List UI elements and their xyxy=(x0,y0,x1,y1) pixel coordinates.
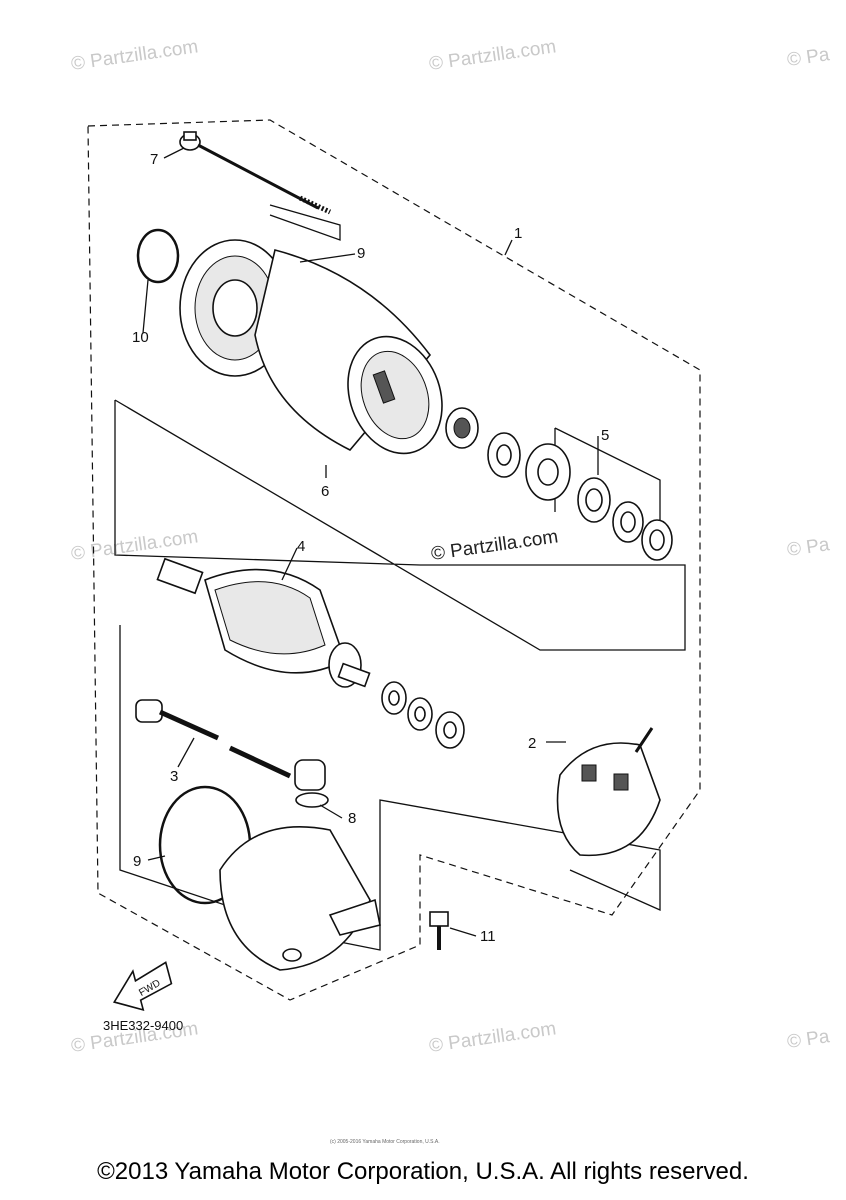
callout-8: 8 xyxy=(348,810,356,827)
callout-6: 6 xyxy=(321,483,329,500)
watermarks: © Partzilla.com © Partzilla.com © Pa © P… xyxy=(70,36,831,1057)
washer-set xyxy=(487,432,673,561)
callout-5: 5 xyxy=(601,427,609,444)
watermark: © Partzilla.com xyxy=(70,36,200,75)
yoke-housing xyxy=(254,249,443,455)
callout-4: 4 xyxy=(297,538,305,555)
armature-washers xyxy=(381,681,465,749)
callout-9-top: 9 xyxy=(357,245,365,262)
watermark: © Partzilla.com xyxy=(70,526,200,565)
armature-group-outline xyxy=(119,625,661,951)
through-bolt xyxy=(179,131,332,215)
callout-1: 1 xyxy=(514,225,522,242)
o-ring xyxy=(136,228,180,284)
rubber-boot xyxy=(294,759,329,808)
yoke-group-outline xyxy=(114,399,686,651)
watermark: © Pa xyxy=(786,44,831,71)
diagram-code: 3HE332-9400 xyxy=(103,1018,183,1033)
brush-holder xyxy=(556,727,661,857)
callout-7: 7 xyxy=(150,151,158,168)
mounting-bolt xyxy=(429,911,449,950)
fwd-arrow: FWD xyxy=(113,961,173,1011)
assembly-boundary xyxy=(87,119,701,1001)
watermark: © Partzilla.com xyxy=(430,526,560,565)
leader-lines xyxy=(142,147,599,937)
armature xyxy=(156,557,371,688)
bearing xyxy=(445,407,479,449)
callout-3: 3 xyxy=(170,768,178,785)
watermark: © Pa xyxy=(786,534,831,561)
watermark: © Partzilla.com xyxy=(428,1018,558,1057)
callout-numbers: 7 9 10 1 5 6 4 2 3 8 9 11 xyxy=(132,151,609,945)
lead-wire xyxy=(135,699,292,779)
callout-11: 11 xyxy=(480,928,496,945)
bolt-bracket xyxy=(269,204,341,241)
callout-2: 2 xyxy=(528,735,536,752)
copyright-notice: ©2013 Yamaha Motor Corporation, U.S.A. A… xyxy=(97,1158,749,1185)
watermark: © Pa xyxy=(786,1026,831,1053)
callout-9-bottom: 9 xyxy=(133,853,141,870)
watermark: © Partzilla.com xyxy=(428,36,558,75)
callout-10: 10 xyxy=(132,329,149,346)
tiny-notice: (c) 2005-2016 Yamaha Motor Corporation, … xyxy=(330,1139,440,1145)
rear-cover xyxy=(219,826,381,971)
